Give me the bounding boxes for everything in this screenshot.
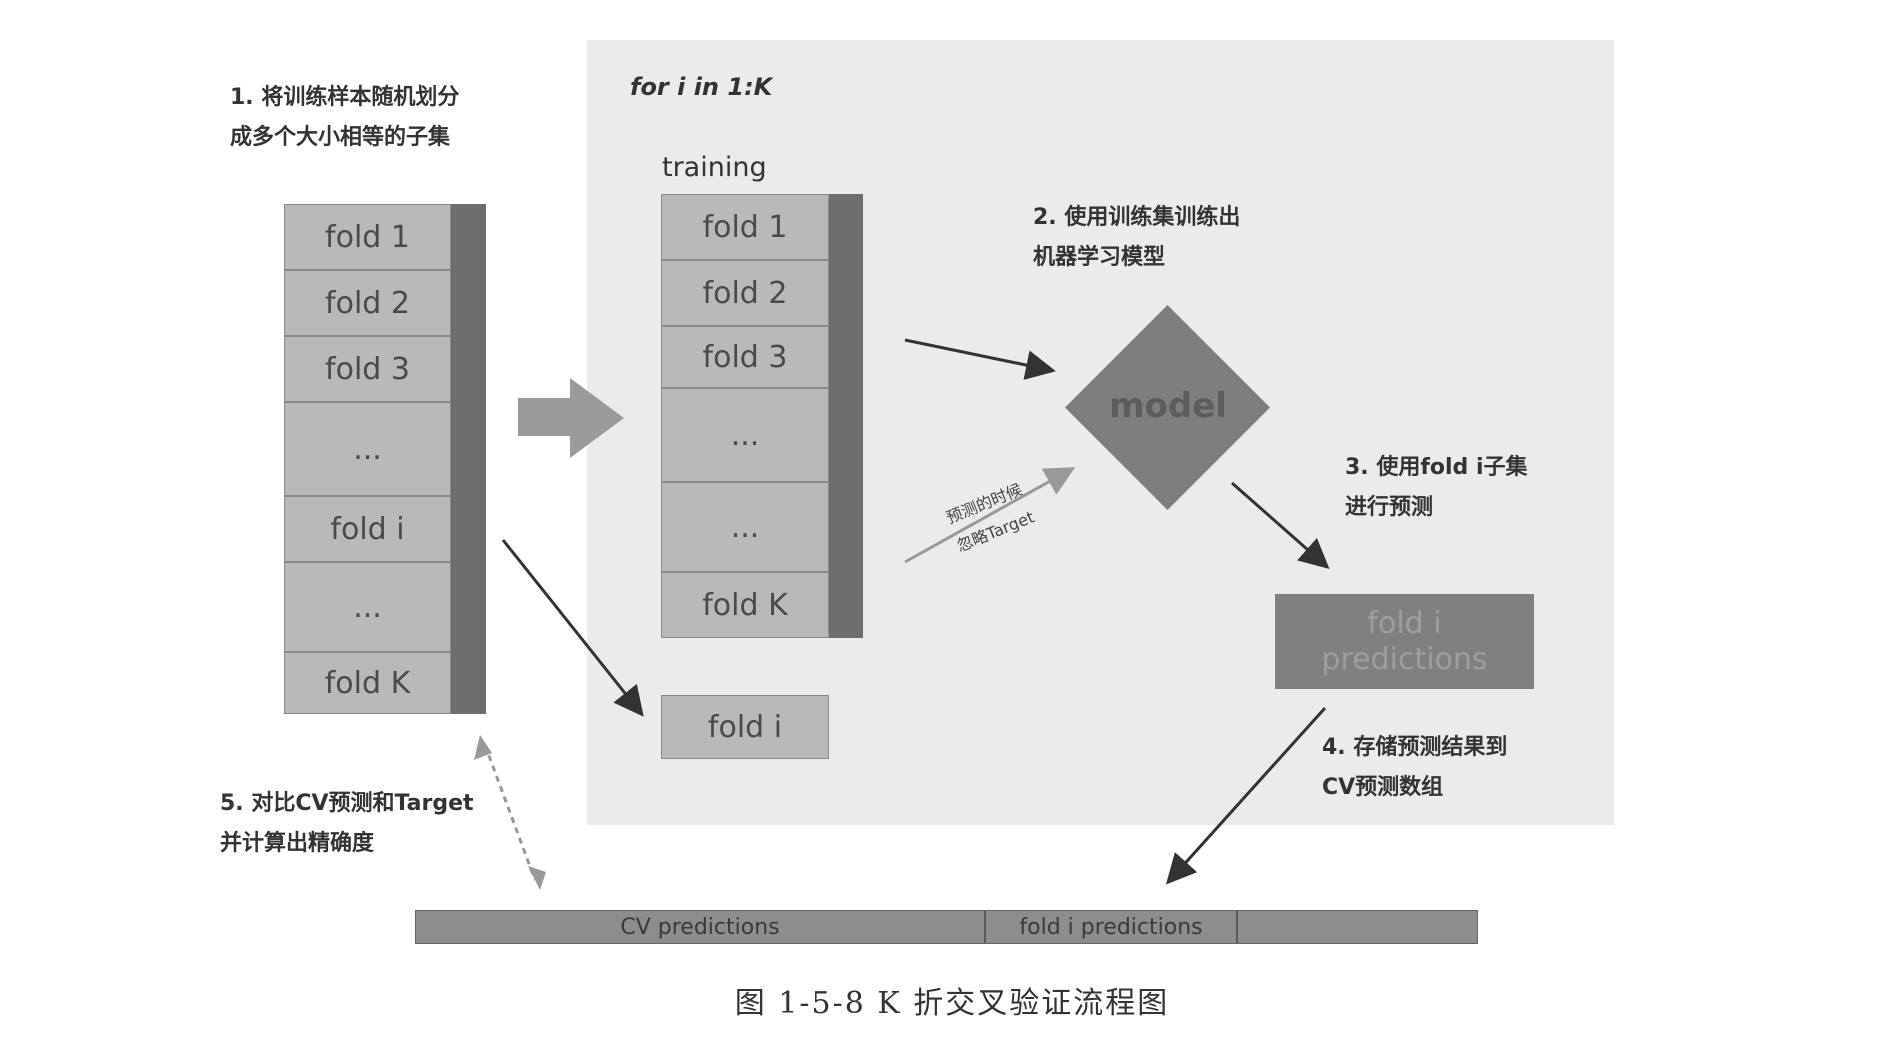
model-label: model (1109, 386, 1227, 426)
dashed-compare-arrow (483, 744, 537, 881)
arrow-training-to-model (904, 338, 1056, 380)
fold-predictions-line1: fold i (1367, 605, 1442, 641)
fold-predictions-line2: predictions (1321, 641, 1488, 677)
step4-note: 4. 存储预测结果到 CV预测数组 (1322, 728, 1507, 808)
training-fold-1: fold 1 (661, 194, 829, 260)
cv-bar-divider-1 (984, 911, 986, 943)
training-fold-k: fold K (661, 572, 829, 638)
loop-label: for i in 1:K (630, 73, 773, 101)
step4-line2: CV预测数组 (1322, 775, 1444, 800)
step5-line2: 并计算出精确度 (220, 831, 375, 856)
arrow-fold-i-to-test (501, 539, 644, 717)
test-fold: fold i (661, 695, 829, 759)
cv-predictions-label: CV predictions (620, 914, 780, 940)
step1-note: 1. 将训练样本随机划分 成多个大小相等的子集 (230, 78, 459, 158)
step3-note: 3. 使用fold i子集 进行预测 (1345, 448, 1528, 528)
dashed-arrowhead-bottom (528, 866, 546, 890)
training-folds-stack: fold 1 fold 2 fold 3 ... ... fold K (661, 194, 863, 638)
cv-bar-divider-2 (1236, 911, 1238, 943)
step3-line1: 3. 使用fold i子集 (1345, 455, 1528, 480)
fold-i: fold i (284, 496, 451, 562)
fold-2: fold 2 (284, 270, 451, 336)
figure-caption: 图 1-5-8 K 折交叉验证流程图 (734, 986, 1170, 1021)
fold-1: fold 1 (284, 204, 451, 270)
arrow-predictions-to-cv (1165, 706, 1327, 885)
training-fold-3: fold 3 (661, 326, 829, 388)
training-dark-strip (828, 194, 863, 638)
all-folds-stack: fold 1 fold 2 fold 3 ... fold i ... fold… (284, 204, 486, 714)
training-fold-2: fold 2 (661, 260, 829, 326)
step5-note: 5. 对比CV预测和Target 并计算出精确度 (220, 784, 474, 864)
arrow-model-to-predictions (1231, 481, 1330, 569)
cv-predictions-bar: CV predictions fold i predictions (415, 910, 1478, 944)
arrow-test-to-model (904, 467, 1076, 564)
fold-ellipsis-1: ... (284, 402, 451, 496)
training-label: training (662, 152, 767, 183)
stack-dark-strip (450, 204, 486, 714)
step5-line1: 5. 对比CV预测和Target (220, 791, 474, 816)
fold-3: fold 3 (284, 336, 451, 402)
step3-line2: 进行预测 (1345, 495, 1434, 520)
dashed-arrowhead-top (474, 735, 492, 760)
big-right-arrow (518, 378, 624, 458)
step2-note: 2. 使用训练集训练出 机器学习模型 (1033, 198, 1240, 278)
step2-line2: 机器学习模型 (1033, 245, 1166, 270)
step1-line1: 1. 将训练样本随机划分 (230, 85, 460, 110)
step4-line1: 4. 存储预测结果到 (1322, 735, 1508, 760)
cv-fold-predictions-label: fold i predictions (1019, 914, 1203, 940)
fold-k: fold K (284, 652, 451, 714)
step2-line1: 2. 使用训练集训练出 (1033, 205, 1241, 230)
training-fold-ellipsis-2: ... (661, 482, 829, 572)
fold-ellipsis-2: ... (284, 562, 451, 652)
step1-line2: 成多个大小相等的子集 (230, 125, 451, 150)
training-fold-ellipsis-1: ... (661, 388, 829, 482)
fold-predictions-box: fold i predictions (1275, 594, 1534, 689)
